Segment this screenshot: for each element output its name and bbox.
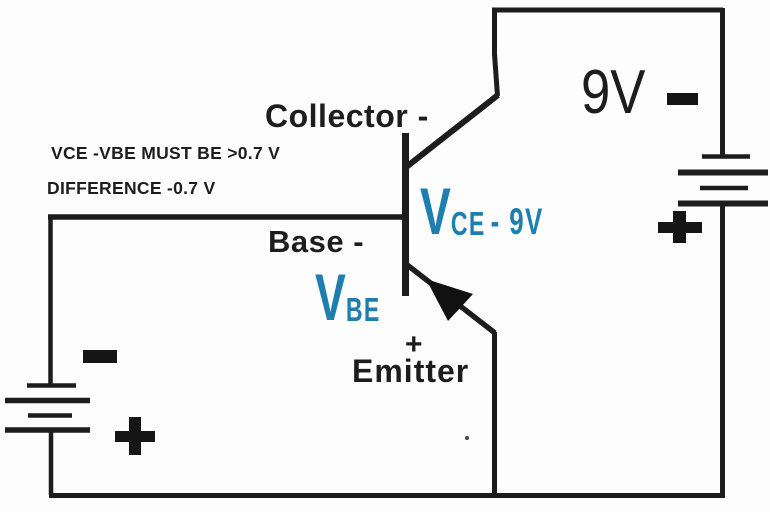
battery-left-plus-icon [115, 417, 155, 455]
vce-symbol: V [420, 174, 451, 248]
emitter-polarity-plus: + [405, 328, 423, 361]
vbe-subscript: BE [345, 290, 381, 328]
vce-value: - 9V [490, 201, 544, 243]
emitter-label: Emitter [352, 353, 470, 389]
battery-right-symbol [678, 154, 768, 207]
battery-left-minus-icon [83, 350, 117, 363]
vbe-symbol: V [315, 260, 346, 334]
collector-label: Collector - [265, 98, 429, 134]
note-line-1: VCE -VBE MUST BE >0.7 V [51, 143, 281, 163]
collector-riser-wire [492, 8, 500, 97]
battery-left-symbol [5, 383, 90, 433]
battery-right-plus-icon [658, 211, 702, 243]
base-label: Base - [268, 224, 365, 259]
battery-right-voltage-label: 9V [581, 58, 646, 127]
battery-right-minus-icon [667, 93, 698, 105]
emitter-arrowhead-icon [426, 279, 473, 321]
stray-mark [465, 436, 469, 440]
collector-diagonal-wire [403, 92, 500, 171]
note-line-2: DIFFERENCE -0.7 V [47, 178, 216, 198]
vce-subscript: CE [450, 204, 486, 242]
